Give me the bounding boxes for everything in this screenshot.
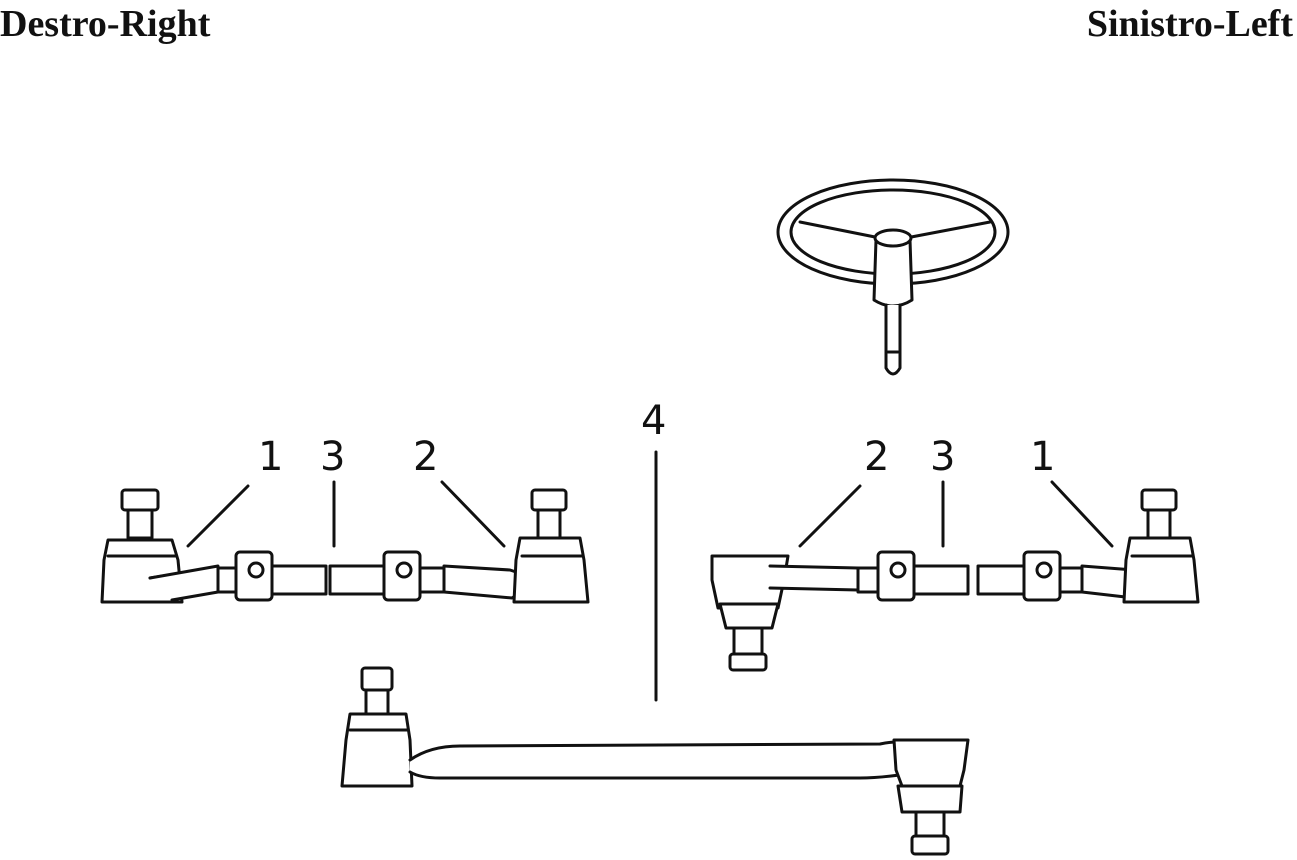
callout-leader-rhd-ball-joint (186, 484, 250, 548)
lhd-inner-ball-joint (710, 554, 790, 672)
heading-right-hand-drive: Destro-Right (0, 3, 211, 45)
rhd-adjuster-clamp-right (382, 550, 446, 602)
callout-label-center-link: 4 (641, 398, 666, 444)
heading-left-hand-drive: Sinistro-Left (1086, 3, 1293, 45)
rhd-tie-rod-assembly (100, 488, 590, 604)
callout-label-rhd-tie-rod-end: 2 (413, 434, 438, 480)
callout-leader-lhd-tie-rod-end (798, 484, 862, 548)
center-link-right-ball-joint (892, 738, 970, 856)
callout-label-rhd-ball-joint: 1 (258, 434, 283, 480)
center-link-left-ball-joint (340, 666, 414, 788)
lhd-tie-rod-assembly (710, 488, 1200, 672)
callout-leader-lhd-ball-joint (1050, 480, 1114, 548)
lhd-adjuster-clamp-right (1022, 550, 1084, 602)
rhd-inner-ball-joint (512, 488, 590, 604)
rhd-adjuster-sleeve (270, 564, 328, 596)
steering-wheel-illustration (776, 178, 1010, 376)
callout-label-lhd-ball-joint: 1 (1030, 434, 1055, 480)
lhd-outer-ball-joint (1122, 488, 1200, 604)
callout-leader-rhd-tie-rod-end (440, 480, 506, 548)
center-link-rod (408, 740, 908, 780)
rhd-adjuster-clamp-left (216, 550, 274, 602)
center-link-assembly (340, 666, 970, 856)
callout-label-lhd-tie-rod-end: 2 (864, 434, 889, 480)
lhd-adjuster-sleeve (912, 564, 970, 596)
callout-label-lhd-adjuster: 3 (930, 434, 955, 480)
lhd-adjuster-clamp-left (856, 550, 916, 602)
callout-label-rhd-adjuster: 3 (320, 434, 345, 480)
